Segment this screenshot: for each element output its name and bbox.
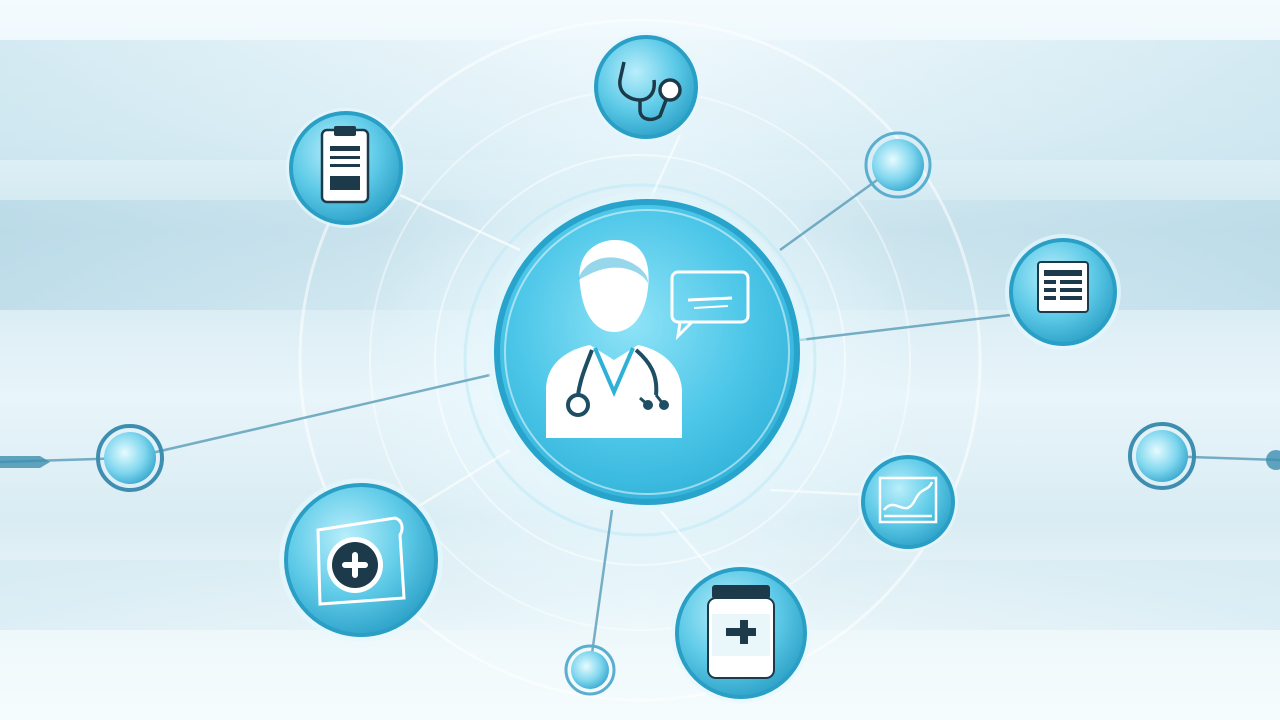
document-icon [1037,261,1089,313]
first-aid-bubble [279,478,443,642]
first-aid-bandage-icon [316,516,406,606]
network-node [864,131,932,199]
chat-bubble-icon [670,270,750,341]
network-node [564,644,616,696]
medicine-bottle-bubble [671,563,811,703]
chart-icon [878,476,938,524]
medicine-bottle-icon [707,585,775,679]
stethoscope-bubble [591,32,701,142]
clipboard-icon [320,126,370,204]
network-node [1128,422,1280,490]
doctor-icon [546,240,682,438]
stethoscope-icon [618,61,682,122]
clipboard-bubble [286,108,406,228]
network-node [0,424,164,492]
document-bubble [1005,234,1121,350]
chart-bubble [858,452,958,552]
doctor-avatar-bubble [487,192,807,512]
orbit-rings [298,18,982,702]
